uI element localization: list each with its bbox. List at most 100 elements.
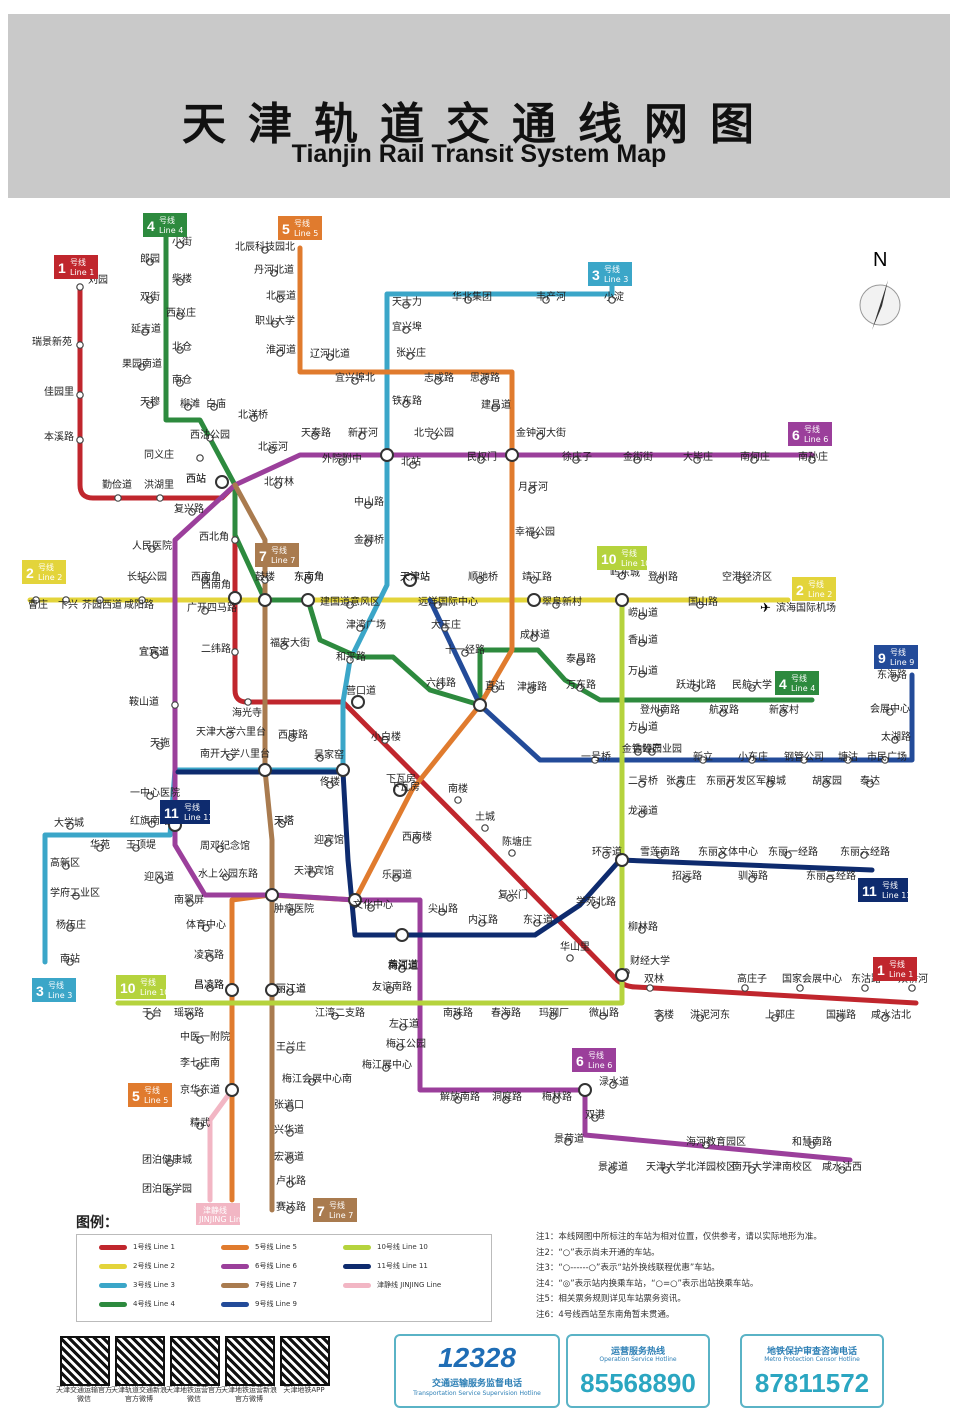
interchange-station-marker[interactable]: [336, 763, 350, 777]
station-marker[interactable]: [618, 572, 626, 580]
station-marker[interactable]: [196, 1062, 204, 1070]
station-marker[interactable]: [367, 904, 375, 912]
interchange-station-marker[interactable]: [301, 593, 315, 607]
station-marker[interactable]: [552, 601, 560, 609]
interchange-station-marker[interactable]: [225, 1083, 239, 1097]
interchange-station-marker[interactable]: [615, 593, 629, 607]
station-marker[interactable]: [326, 353, 334, 361]
station-marker[interactable]: [201, 576, 209, 584]
station-marker[interactable]: [572, 456, 580, 464]
station-marker[interactable]: [308, 870, 316, 878]
station-marker[interactable]: [662, 1166, 670, 1174]
station-marker[interactable]: [409, 461, 417, 469]
station-marker[interactable]: [188, 508, 196, 516]
station-marker[interactable]: [66, 958, 74, 966]
station-marker[interactable]: [648, 748, 656, 756]
station-marker[interactable]: [231, 536, 239, 544]
station-marker[interactable]: [527, 686, 535, 694]
station-marker[interactable]: [406, 352, 414, 360]
station-marker[interactable]: [226, 753, 234, 761]
station-marker[interactable]: [176, 346, 184, 354]
station-marker[interactable]: [76, 391, 84, 399]
interchange-station-marker[interactable]: [615, 853, 629, 867]
station-marker[interactable]: [481, 824, 489, 832]
qr-code[interactable]: [170, 1336, 220, 1386]
station-marker[interactable]: [276, 295, 284, 303]
station-marker[interactable]: [206, 954, 214, 962]
interchange-station-marker[interactable]: [265, 983, 279, 997]
station-marker[interactable]: [656, 1014, 664, 1022]
station-marker[interactable]: [138, 363, 146, 371]
station-marker[interactable]: [338, 458, 346, 466]
station-marker[interactable]: [608, 1166, 616, 1174]
station-marker[interactable]: [32, 596, 40, 604]
interchange-station-marker[interactable]: [225, 983, 239, 997]
station-marker[interactable]: [609, 1081, 617, 1089]
station-marker[interactable]: [536, 432, 544, 440]
station-marker[interactable]: [533, 919, 541, 927]
station-marker[interactable]: [196, 454, 204, 462]
station-marker[interactable]: [148, 545, 156, 553]
station-marker[interactable]: [138, 596, 146, 604]
interchange-station-marker[interactable]: [578, 1083, 592, 1097]
qr-code[interactable]: [115, 1336, 165, 1386]
station-marker[interactable]: [146, 258, 154, 266]
station-marker[interactable]: [210, 403, 218, 411]
station-marker[interactable]: [186, 1012, 194, 1020]
station-marker[interactable]: [286, 1156, 294, 1164]
station-marker[interactable]: [76, 341, 84, 349]
station-marker[interactable]: [726, 780, 734, 788]
station-marker[interactable]: [402, 326, 410, 334]
station-marker[interactable]: [908, 984, 916, 992]
station-marker[interactable]: [146, 401, 154, 409]
station-marker[interactable]: [226, 731, 234, 739]
interchange-station-marker[interactable]: [473, 698, 487, 712]
station-marker[interactable]: [346, 601, 354, 609]
station-marker[interactable]: [866, 780, 874, 788]
station-marker[interactable]: [216, 845, 224, 853]
station-marker[interactable]: [398, 965, 406, 973]
station-marker[interactable]: [836, 1014, 844, 1022]
station-marker[interactable]: [638, 780, 646, 788]
station-marker[interactable]: [196, 1122, 204, 1130]
interchange-station-marker[interactable]: [228, 591, 242, 605]
station-marker[interactable]: [276, 349, 284, 357]
station-marker[interactable]: [501, 1012, 509, 1020]
station-marker[interactable]: [434, 601, 442, 609]
station-marker[interactable]: [602, 851, 610, 859]
station-marker[interactable]: [800, 756, 808, 764]
station-marker[interactable]: [206, 434, 214, 442]
station-marker[interactable]: [696, 601, 704, 609]
station-marker[interactable]: [76, 436, 84, 444]
station-marker[interactable]: [202, 924, 210, 932]
station-marker[interactable]: [564, 1138, 572, 1146]
station-marker[interactable]: [271, 320, 279, 328]
station-marker[interactable]: [186, 899, 194, 907]
station-marker[interactable]: [748, 684, 756, 692]
station-marker[interactable]: [141, 328, 149, 336]
station-marker[interactable]: [286, 1180, 294, 1188]
station-marker[interactable]: [508, 849, 516, 857]
station-marker[interactable]: [638, 670, 646, 678]
interchange-station-marker[interactable]: [258, 593, 272, 607]
station-marker[interactable]: [286, 1104, 294, 1112]
station-marker[interactable]: [222, 873, 230, 881]
station-marker[interactable]: [808, 456, 816, 464]
station-marker[interactable]: [286, 988, 294, 996]
station-marker[interactable]: [608, 296, 616, 304]
station-marker[interactable]: [156, 876, 164, 884]
station-marker[interactable]: [696, 1014, 704, 1022]
station-marker[interactable]: [441, 624, 449, 632]
station-marker[interactable]: [402, 400, 410, 408]
interchange-station-marker[interactable]: [215, 475, 229, 489]
station-marker[interactable]: [766, 780, 774, 788]
station-marker[interactable]: [719, 709, 727, 717]
station-marker[interactable]: [638, 810, 646, 818]
station-marker[interactable]: [176, 379, 184, 387]
station-marker[interactable]: [72, 892, 80, 900]
station-marker[interactable]: [399, 1023, 407, 1031]
interchange-station-marker[interactable]: [615, 968, 629, 982]
station-marker[interactable]: [634, 748, 642, 756]
station-marker[interactable]: [808, 1141, 816, 1149]
station-marker[interactable]: [66, 924, 74, 932]
